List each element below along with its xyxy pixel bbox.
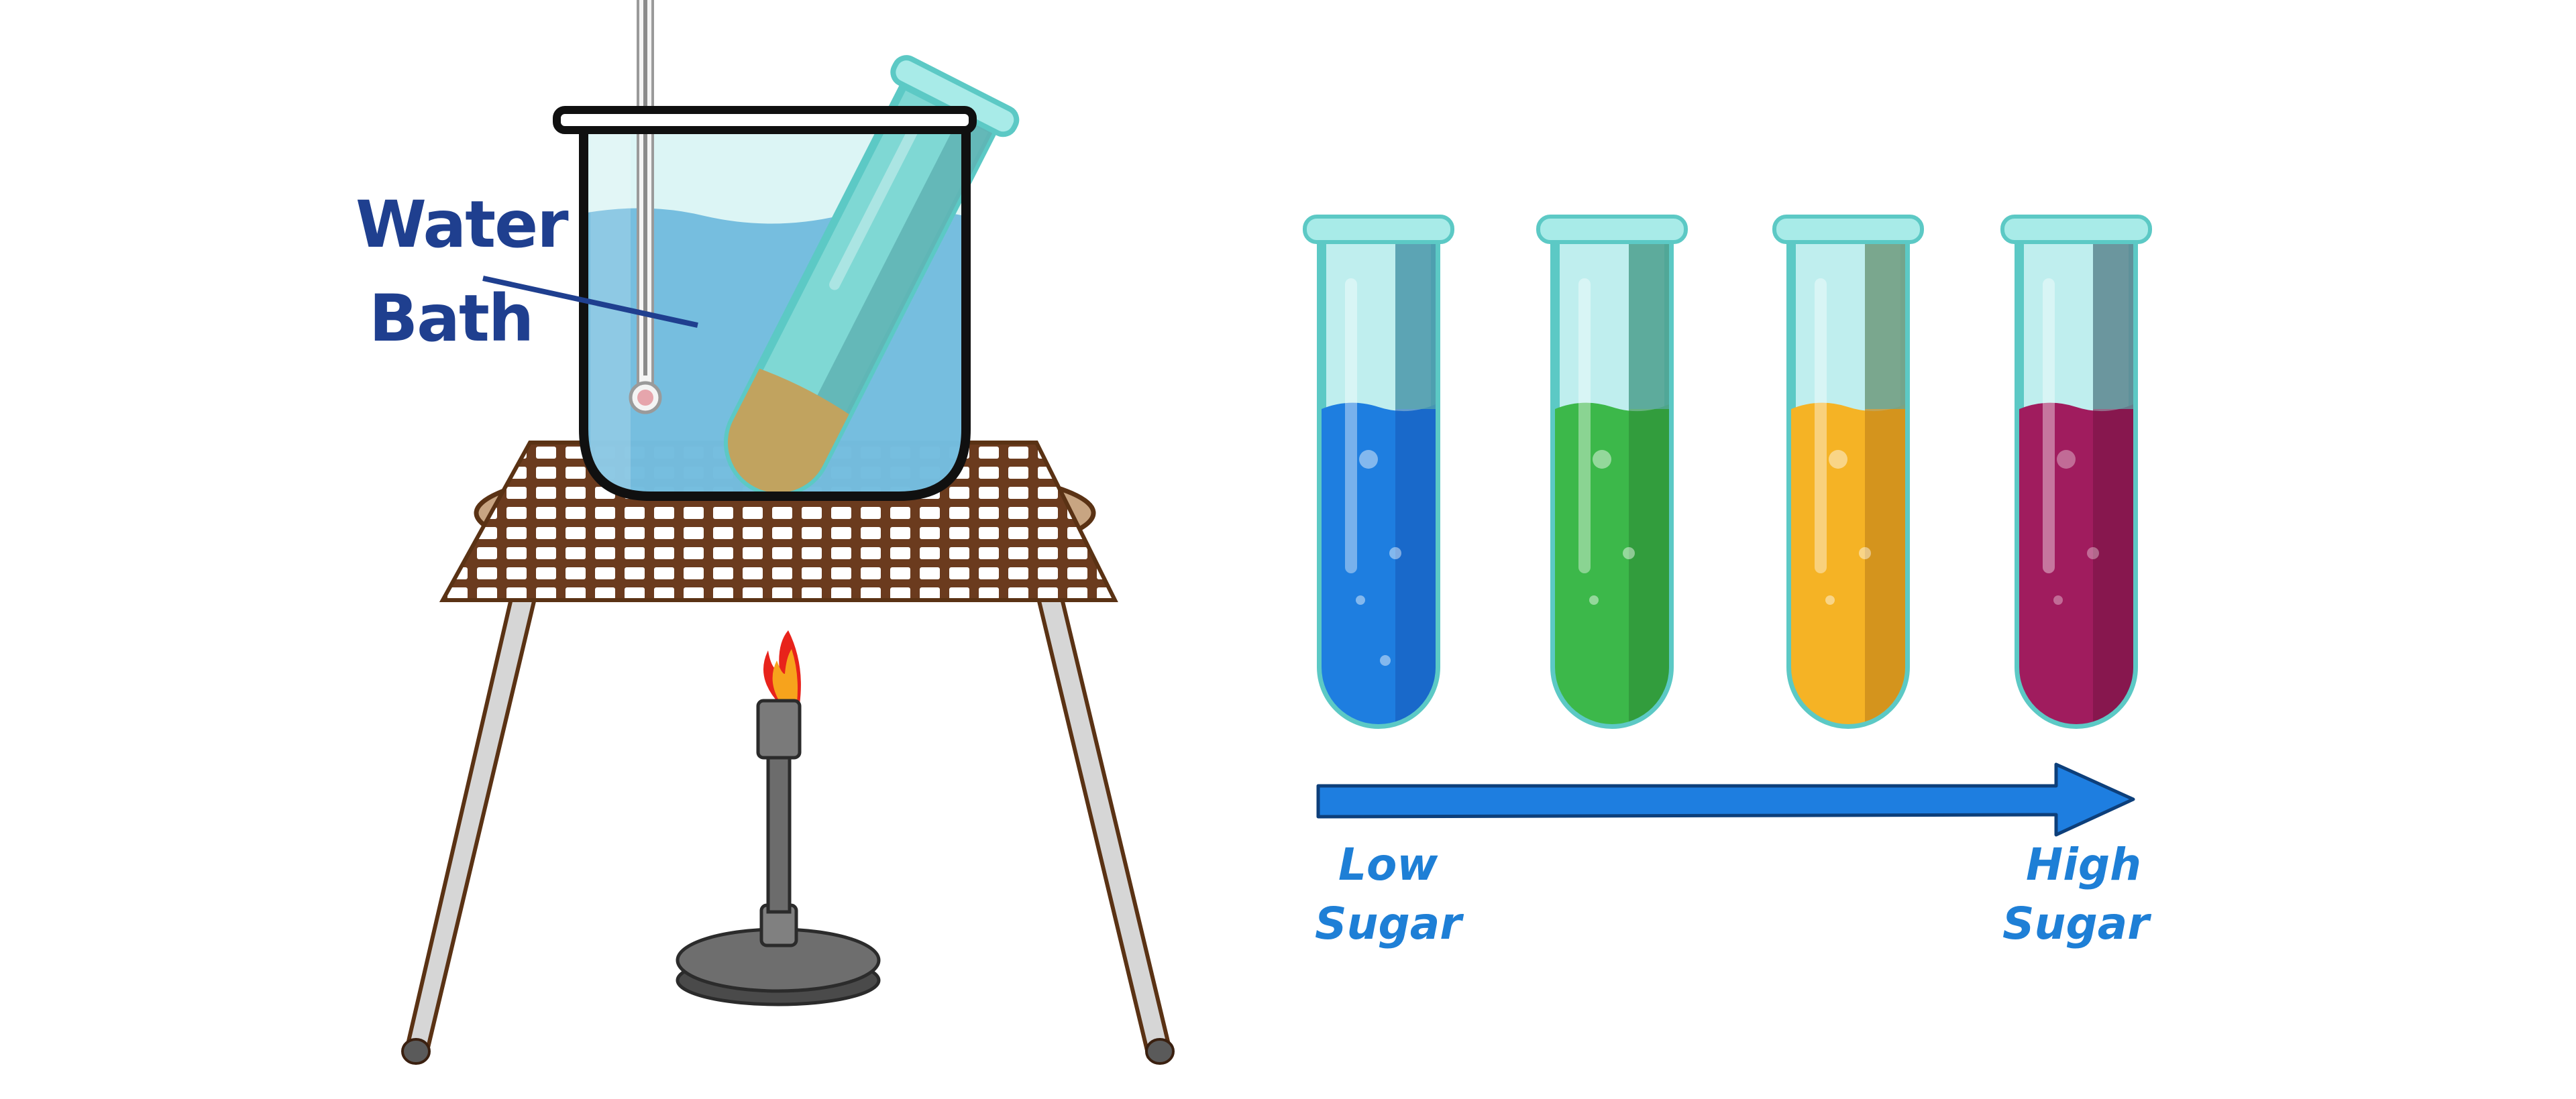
scale-high-word: High — [2026, 839, 2141, 890]
scale-low-word: Low — [1338, 839, 1438, 890]
callout-pointer — [482, 276, 698, 328]
beaker — [553, 0, 1020, 510]
scale-label-low-sugar: Sugar — [1315, 898, 1464, 949]
bunsen-burner-icon — [676, 630, 881, 1006]
water-bath-callout: Water Bath — [356, 187, 698, 356]
scale-label-low: Low — [1338, 839, 1438, 890]
sugar-scale-arrow — [1316, 762, 2135, 837]
scale-low-sugar-word: Sugar — [1315, 898, 1464, 949]
tripod-leg-right — [1034, 588, 1173, 1059]
tube-rack — [1303, 215, 2152, 729]
thermometer-icon — [629, 0, 662, 414]
beaker-rim — [553, 106, 977, 134]
tripod-leg-left — [403, 588, 539, 1059]
test-tube-green — [1536, 215, 1688, 729]
tripod-foot-left — [401, 1038, 431, 1065]
scale-label-high-sugar: Sugar — [2002, 898, 2151, 949]
callout-label-water: Water — [356, 187, 569, 262]
test-tube-purple — [2000, 215, 2152, 729]
tripod-foot-right — [1145, 1038, 1175, 1065]
scale-label-high: High — [2026, 839, 2141, 890]
flame-icon — [763, 630, 801, 704]
scale-high-sugar-word: Sugar — [2002, 898, 2151, 949]
test-tube-yellow — [1772, 215, 1924, 729]
test-tube-blue — [1303, 215, 1454, 729]
test-tube-in-bath — [710, 55, 1020, 510]
sugar-scale: Low Sugar High Sugar — [1315, 762, 2151, 949]
callout-label-bath: Bath — [369, 281, 533, 356]
